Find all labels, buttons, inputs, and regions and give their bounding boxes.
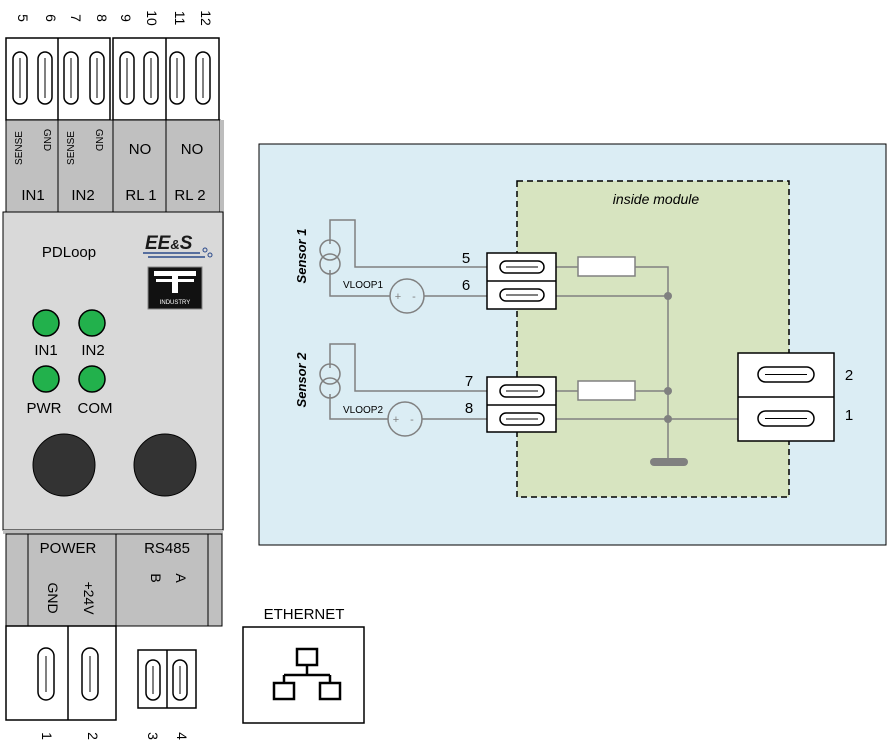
terminal-number-11: 11 (172, 11, 188, 26)
schematic-panel: inside module (258, 143, 887, 546)
sensor1-label: Sensor 1 (294, 229, 309, 284)
led-in2-label: IN2 (81, 342, 104, 359)
led-com (78, 365, 106, 393)
terminal-number-7: 7 (68, 14, 84, 22)
sensor1-current-source (319, 239, 341, 275)
terminal-number-2: 2 (85, 732, 101, 740)
led-com-label: COM (78, 400, 113, 417)
pin-label-1: 1 (845, 407, 853, 424)
terminal-number-5: 5 (15, 14, 31, 22)
brand-logo: EE&S (143, 233, 213, 258)
terminal-number-6: 6 (43, 14, 59, 22)
rs485-b-label: B (148, 573, 164, 582)
led-pwr-label: PWR (27, 400, 62, 417)
terminal-number-9: 9 (118, 14, 134, 22)
top-screw-slots (12, 51, 211, 105)
rl2-no-label: NO (181, 141, 204, 158)
terminal-number-3: 3 (145, 732, 161, 740)
in2-label: IN2 (71, 187, 94, 204)
terminal-block-7-8 (486, 376, 557, 433)
sensor2-label: Sensor 2 (294, 352, 309, 408)
led-pwr (32, 365, 60, 393)
terminal-block-1-2 (737, 352, 835, 442)
terminal-number-4: 4 (174, 732, 190, 740)
pin-label-6: 6 (462, 277, 470, 294)
plus24v-label: +24V (81, 581, 97, 615)
pin-label-7: 7 (465, 373, 473, 390)
rs485-label: RS485 (144, 540, 190, 557)
rs485-a-label: A (173, 573, 189, 583)
svg-text:INDUSTRY: INDUSTRY (160, 300, 191, 306)
sensor2-current-source (319, 363, 341, 399)
power-label: POWER (40, 540, 97, 557)
ethernet-port[interactable]: ETHERNET (242, 606, 365, 724)
resistor-2 (577, 380, 636, 401)
rl2-label: RL 2 (174, 187, 205, 204)
svg-text:-: - (412, 291, 416, 303)
pin-label-5: 5 (462, 250, 470, 267)
svg-text:EE&S: EE&S (145, 233, 193, 254)
ground-symbol (650, 458, 688, 466)
knob-left[interactable] (32, 433, 96, 497)
in1-label: IN1 (21, 187, 44, 204)
resistor-1 (577, 256, 636, 277)
led-in1-label: IN1 (34, 342, 57, 359)
vloop2-source: + - (387, 401, 423, 437)
inside-module-area (516, 180, 790, 498)
vloop2-label: VLOOP2 (343, 405, 383, 416)
pin-label-8: 8 (465, 400, 473, 417)
svg-text:+: + (393, 414, 399, 426)
terminal-number-1: 1 (39, 732, 55, 740)
in1-gnd-label: GND (41, 129, 52, 151)
device-module: 5 6 7 8 9 10 11 12 (2, 10, 224, 740)
inside-module-label: inside module (613, 191, 700, 207)
network-icon (272, 647, 342, 701)
in1-sense-label: SENSE (14, 131, 25, 165)
rl1-label: RL 1 (125, 187, 156, 204)
svg-text:+: + (395, 291, 401, 303)
terminal-number-10: 10 (144, 10, 160, 26)
terminal-number-8: 8 (94, 14, 110, 22)
in2-gnd-label: GND (93, 129, 104, 151)
gnd-label: GND (45, 582, 61, 613)
ethernet-label: ETHERNET (264, 606, 345, 623)
vloop1-source: + - (389, 278, 425, 314)
industry-logo: INDUSTRY (147, 266, 203, 310)
led-in1 (32, 309, 60, 337)
device-name: PDLoop (42, 244, 96, 261)
terminal-block-5-6 (486, 252, 557, 310)
vloop1-label: VLOOP1 (343, 280, 383, 291)
in2-sense-label: SENSE (66, 131, 77, 165)
led-in2 (78, 309, 106, 337)
knob-right[interactable] (133, 433, 197, 497)
svg-text:-: - (410, 414, 414, 426)
terminal-number-12: 12 (198, 10, 214, 26)
pin-label-2: 2 (845, 367, 853, 384)
rl1-no-label: NO (129, 141, 152, 158)
